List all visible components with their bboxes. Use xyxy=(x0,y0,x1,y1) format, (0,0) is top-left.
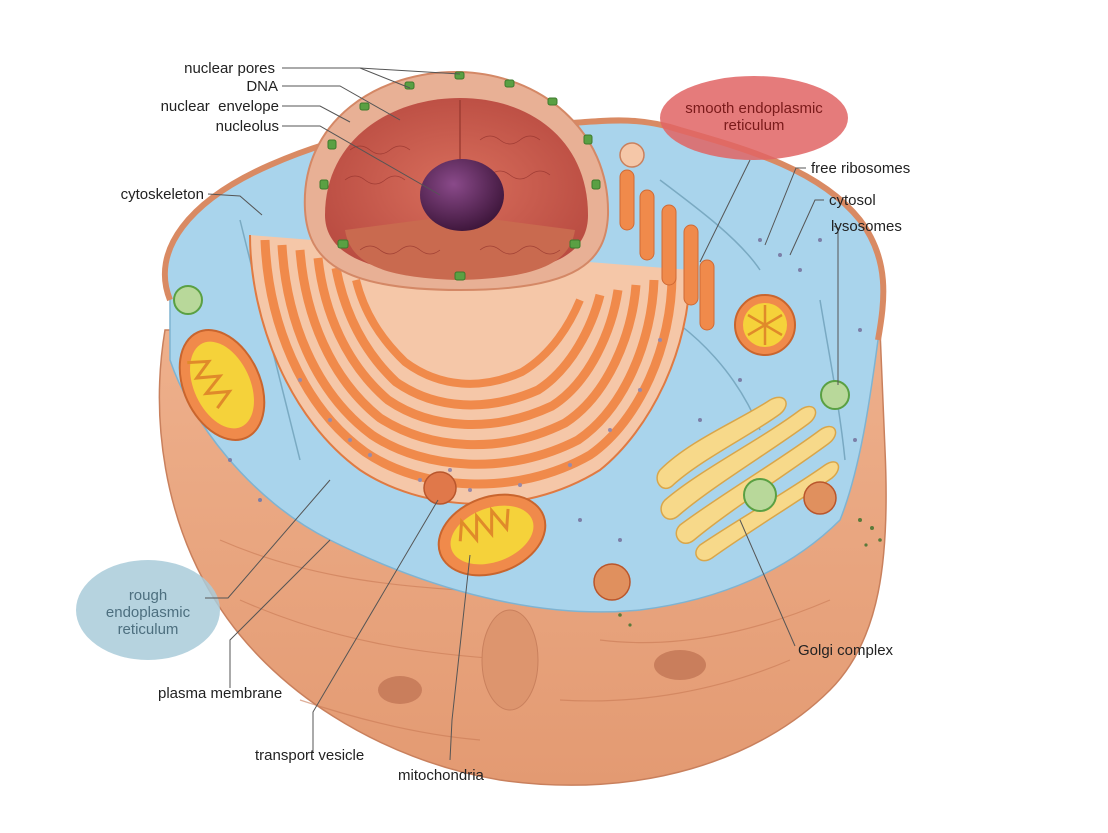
smooth-er-callout: smooth endoplasmic reticulum xyxy=(660,76,848,160)
membrane-indentation xyxy=(654,650,706,680)
label-plasma-membrane: plasma membrane xyxy=(158,685,282,702)
nucleus-cut-floor xyxy=(345,215,575,280)
label-dna: DNA xyxy=(246,78,278,95)
membrane-indentation xyxy=(378,676,422,704)
nucleus xyxy=(303,70,610,292)
label-cytosol: cytosol xyxy=(829,192,876,209)
label-nuclear-envelope: nuclear envelope xyxy=(161,98,279,115)
label-nucleolus: nucleolus xyxy=(216,118,279,135)
label-lysosomes: lysosomes xyxy=(831,218,902,235)
free-ribosomes xyxy=(228,238,862,542)
dna-texture xyxy=(344,135,561,255)
leader-lines xyxy=(205,67,839,761)
membrane-indentation xyxy=(481,609,539,711)
label-golgi-complex: Golgi complex xyxy=(798,642,894,659)
label-smooth-er-line2: reticulum xyxy=(724,117,785,134)
rough-er xyxy=(249,234,691,505)
label-nuclear-pores: nuclear pores xyxy=(184,60,275,77)
label-rough-er-line3: reticulum xyxy=(118,621,179,638)
secretion-dots xyxy=(618,518,882,627)
label-transport-vesicle: transport vesicle xyxy=(255,747,364,764)
label-mitochondria: mitochondria xyxy=(398,767,485,784)
label-free-ribosomes: free ribosomes xyxy=(811,160,910,177)
nucleolus-body xyxy=(420,159,504,231)
label-rough-er-line2: endoplasmic xyxy=(106,604,191,621)
transport-vesicles xyxy=(423,142,837,601)
mitochondrion-left xyxy=(178,329,266,441)
label-rough-er-line1: rough xyxy=(129,587,167,604)
label-cytoskeleton: cytoskeleton xyxy=(121,186,204,203)
rough-er-callout: rough endoplasmic reticulum xyxy=(76,560,220,660)
mitochondrion-center xyxy=(437,493,547,577)
mitochondrion-right xyxy=(734,294,796,356)
label-smooth-er-line1: smooth endoplasmic xyxy=(685,100,823,117)
nuclear-pores xyxy=(319,71,601,281)
smooth-er xyxy=(619,169,715,331)
rough-er-ribosomes xyxy=(298,338,662,492)
lysosomes xyxy=(173,285,850,512)
